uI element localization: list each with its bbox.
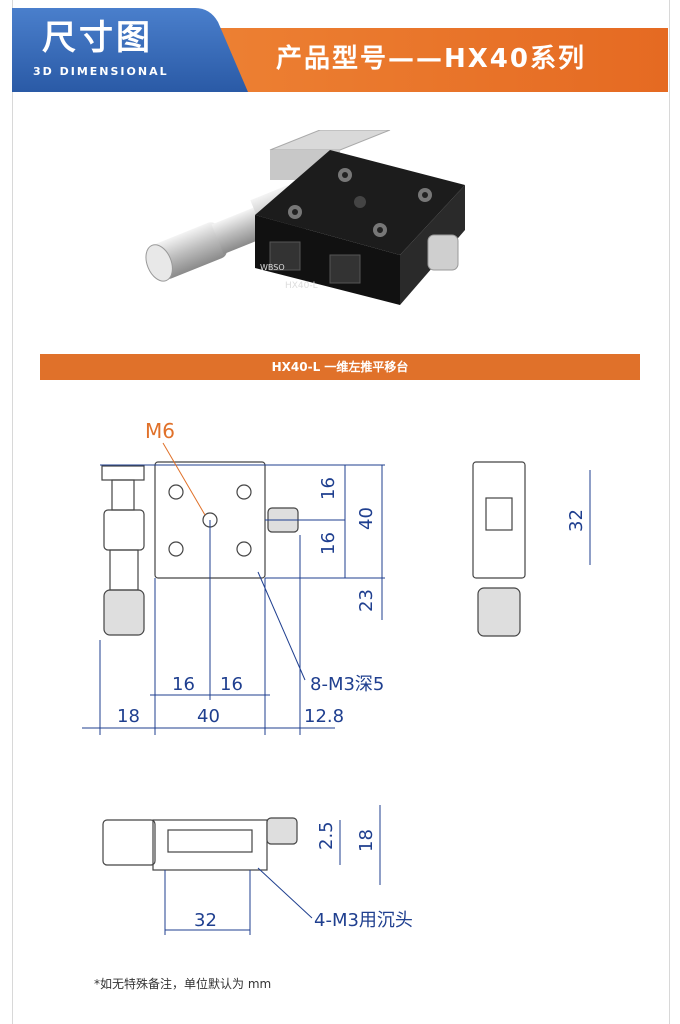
dim-32-side: 32: [566, 509, 587, 532]
dimension-drawing: M6 16 16 40 23 32 16 16 8-M3深5 18 40 12.…: [82, 419, 591, 935]
header-subtitle: 3D DIMENSIONAL: [33, 65, 169, 78]
dim-16-bottom-b: 16: [220, 674, 243, 695]
dim-18: 18: [117, 706, 140, 727]
section-title-band: HX40-L 一维左推平移台: [40, 354, 640, 380]
dim-12-8: 12.8: [304, 706, 344, 727]
dim-16b: 16: [318, 532, 339, 555]
dim-2-5: 2.5: [316, 821, 337, 850]
dim-16-bottom-a: 16: [172, 674, 195, 695]
photo-brand: WBSO: [260, 263, 285, 272]
product-series-title: 产品型号——HX40系列: [276, 44, 586, 74]
product-photo: WBSO HX40-L: [145, 130, 465, 305]
dim-32-bottom: 32: [194, 910, 217, 931]
dim-16a: 16: [318, 477, 339, 500]
footnote: *如无特殊备注，单位默认为 mm: [94, 977, 272, 991]
page-frame: [12, 0, 670, 1024]
callout-4m3: 4-M3用沉头: [314, 910, 413, 931]
callout-8m3: 8-M3深5: [310, 674, 384, 695]
photo-model: HX40-L: [285, 281, 318, 291]
dim-40-bottom: 40: [197, 706, 220, 727]
side-view-stage: [472, 461, 526, 579]
dim-40-right: 40: [356, 507, 377, 530]
label-m6: M6: [145, 419, 175, 443]
dim-18-side: 18: [356, 829, 377, 852]
header-title: 尺寸图: [42, 18, 153, 58]
header-banner: [12, 8, 668, 92]
dim-23: 23: [356, 589, 377, 612]
